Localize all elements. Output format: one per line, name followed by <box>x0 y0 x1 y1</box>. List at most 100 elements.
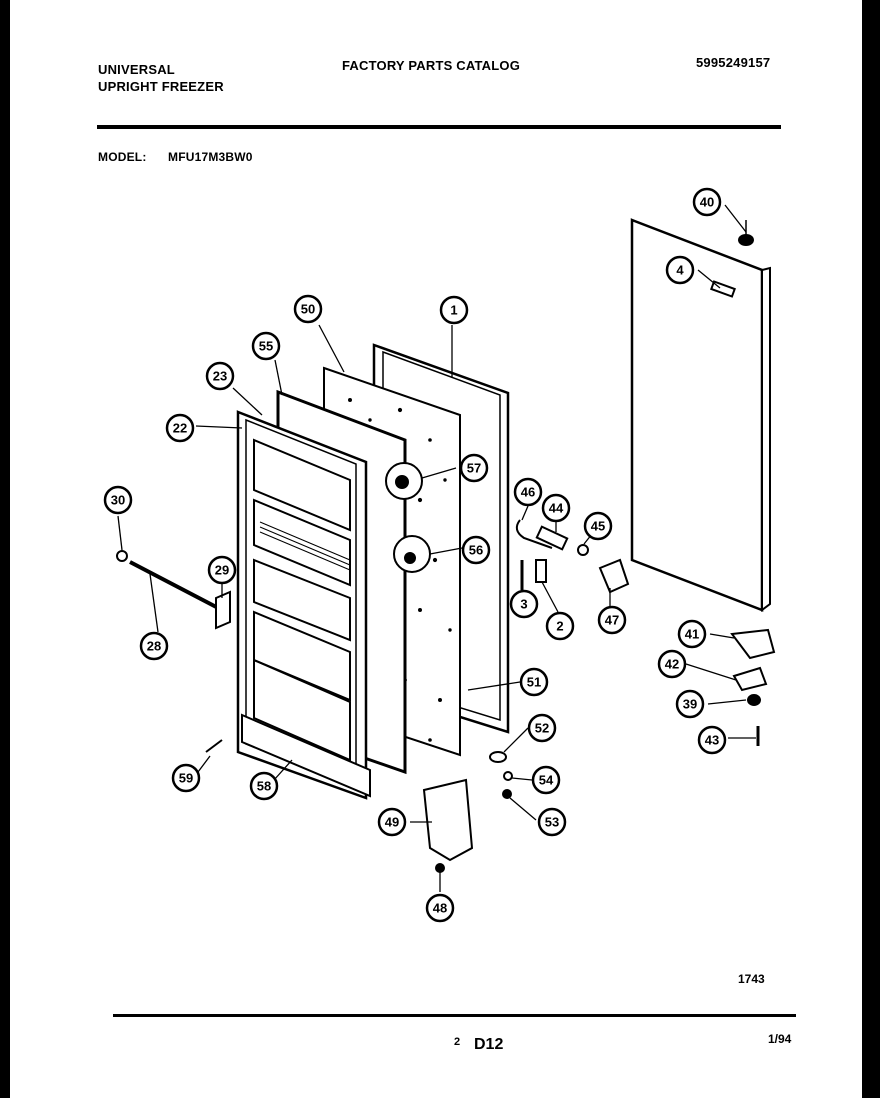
callout-label: 46 <box>521 485 535 500</box>
outer-door-panel <box>630 218 764 612</box>
callout-circle <box>545 611 575 641</box>
callout-circle <box>697 725 727 755</box>
callout-circle <box>541 493 571 523</box>
callout-circle <box>439 295 469 325</box>
callout-52: 52 <box>527 713 557 743</box>
callout-label: 56 <box>469 543 483 558</box>
callout-label: 40 <box>700 195 714 210</box>
callout-label: 4 <box>676 263 684 278</box>
callout-43: 43 <box>697 725 727 755</box>
callout-55: 55 <box>251 331 281 361</box>
callout-44: 44 <box>541 493 571 523</box>
callout-39: 39 <box>675 689 705 719</box>
callout-circle <box>103 485 133 515</box>
callout-circle <box>657 649 687 679</box>
callout-56: 56 <box>461 535 491 565</box>
callout-label: 47 <box>605 613 619 628</box>
callout-49: 49 <box>377 807 407 837</box>
callout-46: 46 <box>513 477 543 507</box>
callout-label: 44 <box>549 501 564 516</box>
callout-label: 39 <box>683 697 697 712</box>
callout-circle <box>537 807 567 837</box>
callout-40: 40 <box>692 187 722 217</box>
callout-51: 51 <box>519 667 549 697</box>
callout-circle <box>461 535 491 565</box>
callout-circle <box>139 631 169 661</box>
callout-53: 53 <box>537 807 567 837</box>
brand-label: UNIVERSAL <box>98 62 175 77</box>
diagram-code: 1743 <box>738 972 765 986</box>
callout-label: 2 <box>556 619 563 634</box>
callout-circle <box>165 413 195 443</box>
callout-label: 49 <box>385 815 399 830</box>
footer-rule <box>113 1014 796 1017</box>
callout-47: 47 <box>597 605 627 635</box>
hinge-cover <box>422 778 474 862</box>
callout-label: 23 <box>213 369 227 384</box>
callout-circle <box>677 619 707 649</box>
callout-circle <box>425 893 455 923</box>
callout-3: 3 <box>509 589 539 619</box>
callout-circle <box>519 667 549 697</box>
callout-label: 30 <box>111 493 125 508</box>
callout-41: 41 <box>677 619 707 649</box>
callout-label: 28 <box>147 639 161 654</box>
callout-label: 53 <box>545 815 559 830</box>
callout-label: 59 <box>179 771 193 786</box>
bottom-rail <box>241 713 371 798</box>
callout-48: 48 <box>425 893 455 923</box>
callout-54: 54 <box>531 765 561 795</box>
callout-59: 59 <box>171 763 201 793</box>
callout-label: 3 <box>520 597 527 612</box>
callout-circle <box>205 361 235 391</box>
callout-circle <box>597 605 627 635</box>
callout-circle <box>583 511 613 541</box>
callout-circle <box>665 255 695 285</box>
callout-50: 50 <box>293 294 323 324</box>
callout-label: 55 <box>259 339 273 354</box>
bottom-hinge <box>730 628 776 660</box>
callout-circle <box>459 453 489 483</box>
callout-circle <box>377 807 407 837</box>
callout-label: 43 <box>705 733 719 748</box>
callout-label: 51 <box>527 675 541 690</box>
callout-label: 1 <box>450 303 457 318</box>
callout-58: 58 <box>249 771 279 801</box>
callout-29: 29 <box>207 555 237 585</box>
callout-label: 57 <box>467 461 481 476</box>
callout-label: 58 <box>257 779 271 794</box>
callout-label: 54 <box>539 773 554 788</box>
product-label: UPRIGHT FREEZER <box>98 79 224 94</box>
model-value: MFU17M3BW0 <box>168 150 253 164</box>
callout-45: 45 <box>583 511 613 541</box>
callout-circle <box>531 765 561 795</box>
exploded-parts-diagram: 40 4 50 1 55 23 22 57 46 44 45 30 29 56 3 2 47 28 41 42 51 39… <box>103 187 776 923</box>
date-code: 1/94 <box>768 1032 792 1046</box>
page-small-number: 2 <box>454 1036 461 1048</box>
outer-door-edge <box>761 266 771 612</box>
catalog-page: UNIVERSAL UPRIGHT FREEZER FACTORY PARTS … <box>10 0 862 1098</box>
callout-circle <box>509 589 539 619</box>
callout-label: 42 <box>665 657 679 672</box>
callout-label: 29 <box>215 563 229 578</box>
model-label: MODEL: <box>98 150 147 164</box>
callout-label: 22 <box>173 421 187 436</box>
callout-42: 42 <box>657 649 687 679</box>
callout-label: 45 <box>591 519 605 534</box>
catalog-number: 5995249157 <box>696 55 771 70</box>
callout-2: 2 <box>545 611 575 641</box>
header-rule <box>97 125 781 129</box>
callout-57: 57 <box>459 453 489 483</box>
callout-22: 22 <box>165 413 195 443</box>
callout-circle <box>251 331 281 361</box>
callout-30: 30 <box>103 485 133 515</box>
callout-circle <box>527 713 557 743</box>
callout-label: 52 <box>535 721 549 736</box>
callout-circle <box>249 771 279 801</box>
callout-circle <box>675 689 705 719</box>
callout-label: 48 <box>433 901 447 916</box>
callout-circle <box>171 763 201 793</box>
callout-23: 23 <box>205 361 235 391</box>
page-code: D12 <box>474 1036 504 1053</box>
callout-circle <box>293 294 323 324</box>
